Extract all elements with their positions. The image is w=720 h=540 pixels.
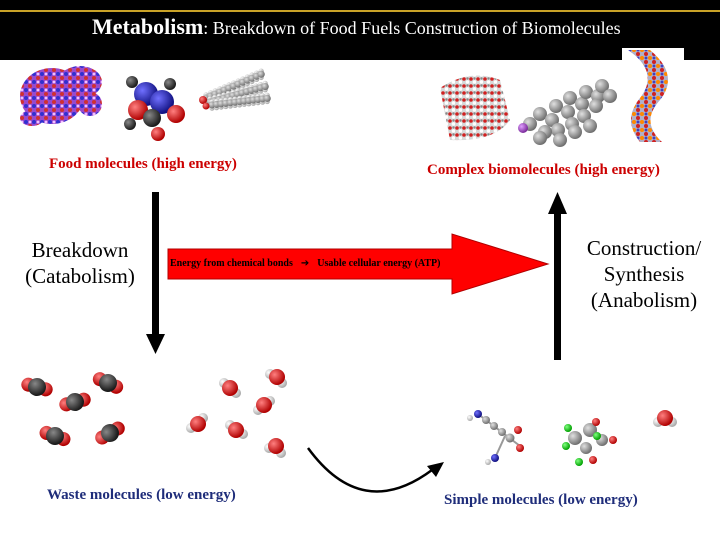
water-molecules	[186, 369, 287, 458]
recycling-arrow	[306, 447, 444, 493]
energy-from-text: Energy from chemical bonds	[170, 258, 293, 269]
waste-molecules-label: Waste molecules (low energy)	[47, 487, 236, 503]
protein-molecule-icon	[20, 66, 102, 126]
water-simple-molecule-icon	[653, 410, 677, 427]
glucose-simple-molecule-icon	[562, 418, 617, 466]
anabolism-arrow	[548, 192, 567, 360]
complex-biomolecules-label: Complex biomolecules (high energy)	[427, 162, 660, 178]
title-main: Metabolism	[92, 14, 204, 39]
construction-line1: Construction/	[586, 236, 702, 260]
catabolism-arrow	[146, 192, 165, 354]
glucose-molecule-icon	[124, 76, 185, 141]
energy-arrow-label: Energy from chemical bonds ➔ Usable cellul…	[170, 258, 440, 269]
construction-label: Construction/ Synthesis (Anabolism)	[576, 235, 712, 313]
title-accent-line	[0, 10, 720, 12]
breakdown-label: Breakdown (Catabolism)	[14, 237, 146, 289]
food-molecules-label: Food molecules (high energy)	[49, 156, 237, 172]
breakdown-line1: Breakdown	[31, 238, 129, 262]
carbon-dioxide-molecules	[21, 372, 125, 447]
slide-title: Metabolism: Breakdown of Food Fuels Cons…	[92, 14, 621, 40]
energy-to-text: Usable cellular energy (ATP)	[317, 258, 441, 269]
right-arrow-icon: ➔	[300, 258, 310, 269]
energy-arrow-shape	[167, 233, 550, 295]
construction-line2: Synthesis	[603, 262, 685, 286]
fatty-acid-molecule-icon	[199, 68, 271, 111]
steroid-molecule-icon	[518, 79, 617, 147]
dna-molecule-icon	[622, 48, 684, 144]
cellulose-molecule-icon	[440, 75, 510, 141]
construction-line3: (Anabolism)	[590, 288, 698, 312]
title-subtitle: : Breakdown of Food Fuels Construction o…	[203, 18, 621, 38]
breakdown-line2: (Catabolism)	[25, 264, 135, 288]
amino-acid-molecule-icon	[467, 410, 524, 465]
simple-molecules-label: Simple molecules (low energy)	[444, 492, 638, 508]
